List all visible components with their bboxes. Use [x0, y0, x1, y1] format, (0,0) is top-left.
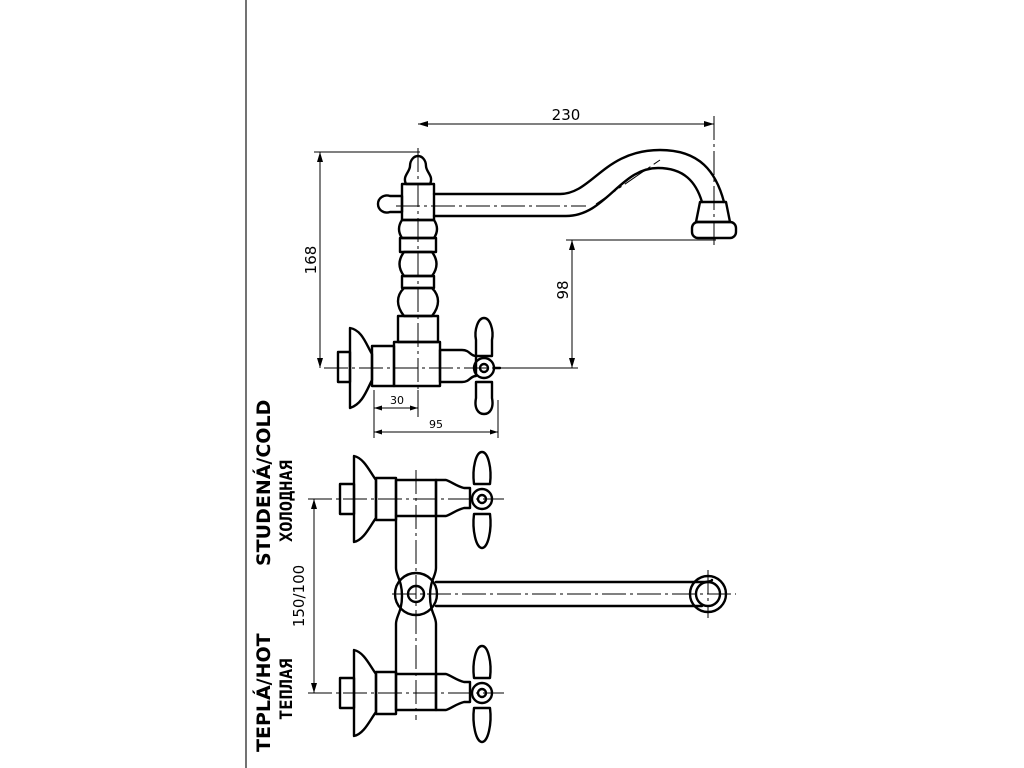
hot-label-secondary: TEПЛАЯ [277, 659, 297, 720]
dim-text-offset: 30 [390, 394, 404, 407]
bridge-right-edge [428, 514, 438, 676]
cold-label-primary: STUDENÁ/COLD [252, 400, 275, 566]
spout-bottom-edge [432, 166, 704, 218]
hot-label-primary: TEPLÁ/HOT [252, 633, 275, 752]
handle-arm-top [474, 316, 494, 358]
spout-top-upper-edge [434, 578, 714, 584]
dim-text-reach: 230 [552, 106, 581, 124]
dim-text-spacing: 150/100 [290, 565, 308, 627]
wall-inlet-nut [336, 350, 352, 384]
connector-nut [370, 344, 396, 388]
hot-handle-arm-top [472, 644, 492, 680]
side-knob [376, 194, 404, 214]
dim-text-depth: 95 [429, 418, 443, 431]
handle-arm-bottom [474, 380, 494, 416]
hot-handle-arm-bottom [472, 706, 492, 744]
spout-centerline-curve [595, 159, 661, 205]
dim-text-height: 168 [302, 246, 320, 275]
cold-label-secondary: ХОЛОДНАЯ [277, 460, 297, 542]
cold-handle-arm-bottom [472, 512, 492, 550]
hot-valve-bonnet [434, 672, 472, 712]
side-view-dimensions: 230 168 98 30 95 [302, 106, 716, 438]
top-view [308, 450, 736, 744]
aerator-collar [694, 200, 732, 224]
bridge-left-edge [394, 514, 404, 676]
spout-top-edge [432, 148, 726, 204]
valve-bonnet [438, 348, 478, 384]
dim-text-spout-height: 98 [554, 280, 572, 299]
cold-valve-bonnet [434, 478, 472, 518]
top-view-dimensions: 150/100 [290, 499, 317, 693]
cold-handle-arm-top [472, 450, 492, 486]
inlet-labels: STUDENÁ/COLD ХОЛОДНАЯ TEPLÁ/HOT TEПЛАЯ [252, 400, 297, 752]
valve-body [392, 340, 442, 388]
side-view [324, 116, 738, 420]
